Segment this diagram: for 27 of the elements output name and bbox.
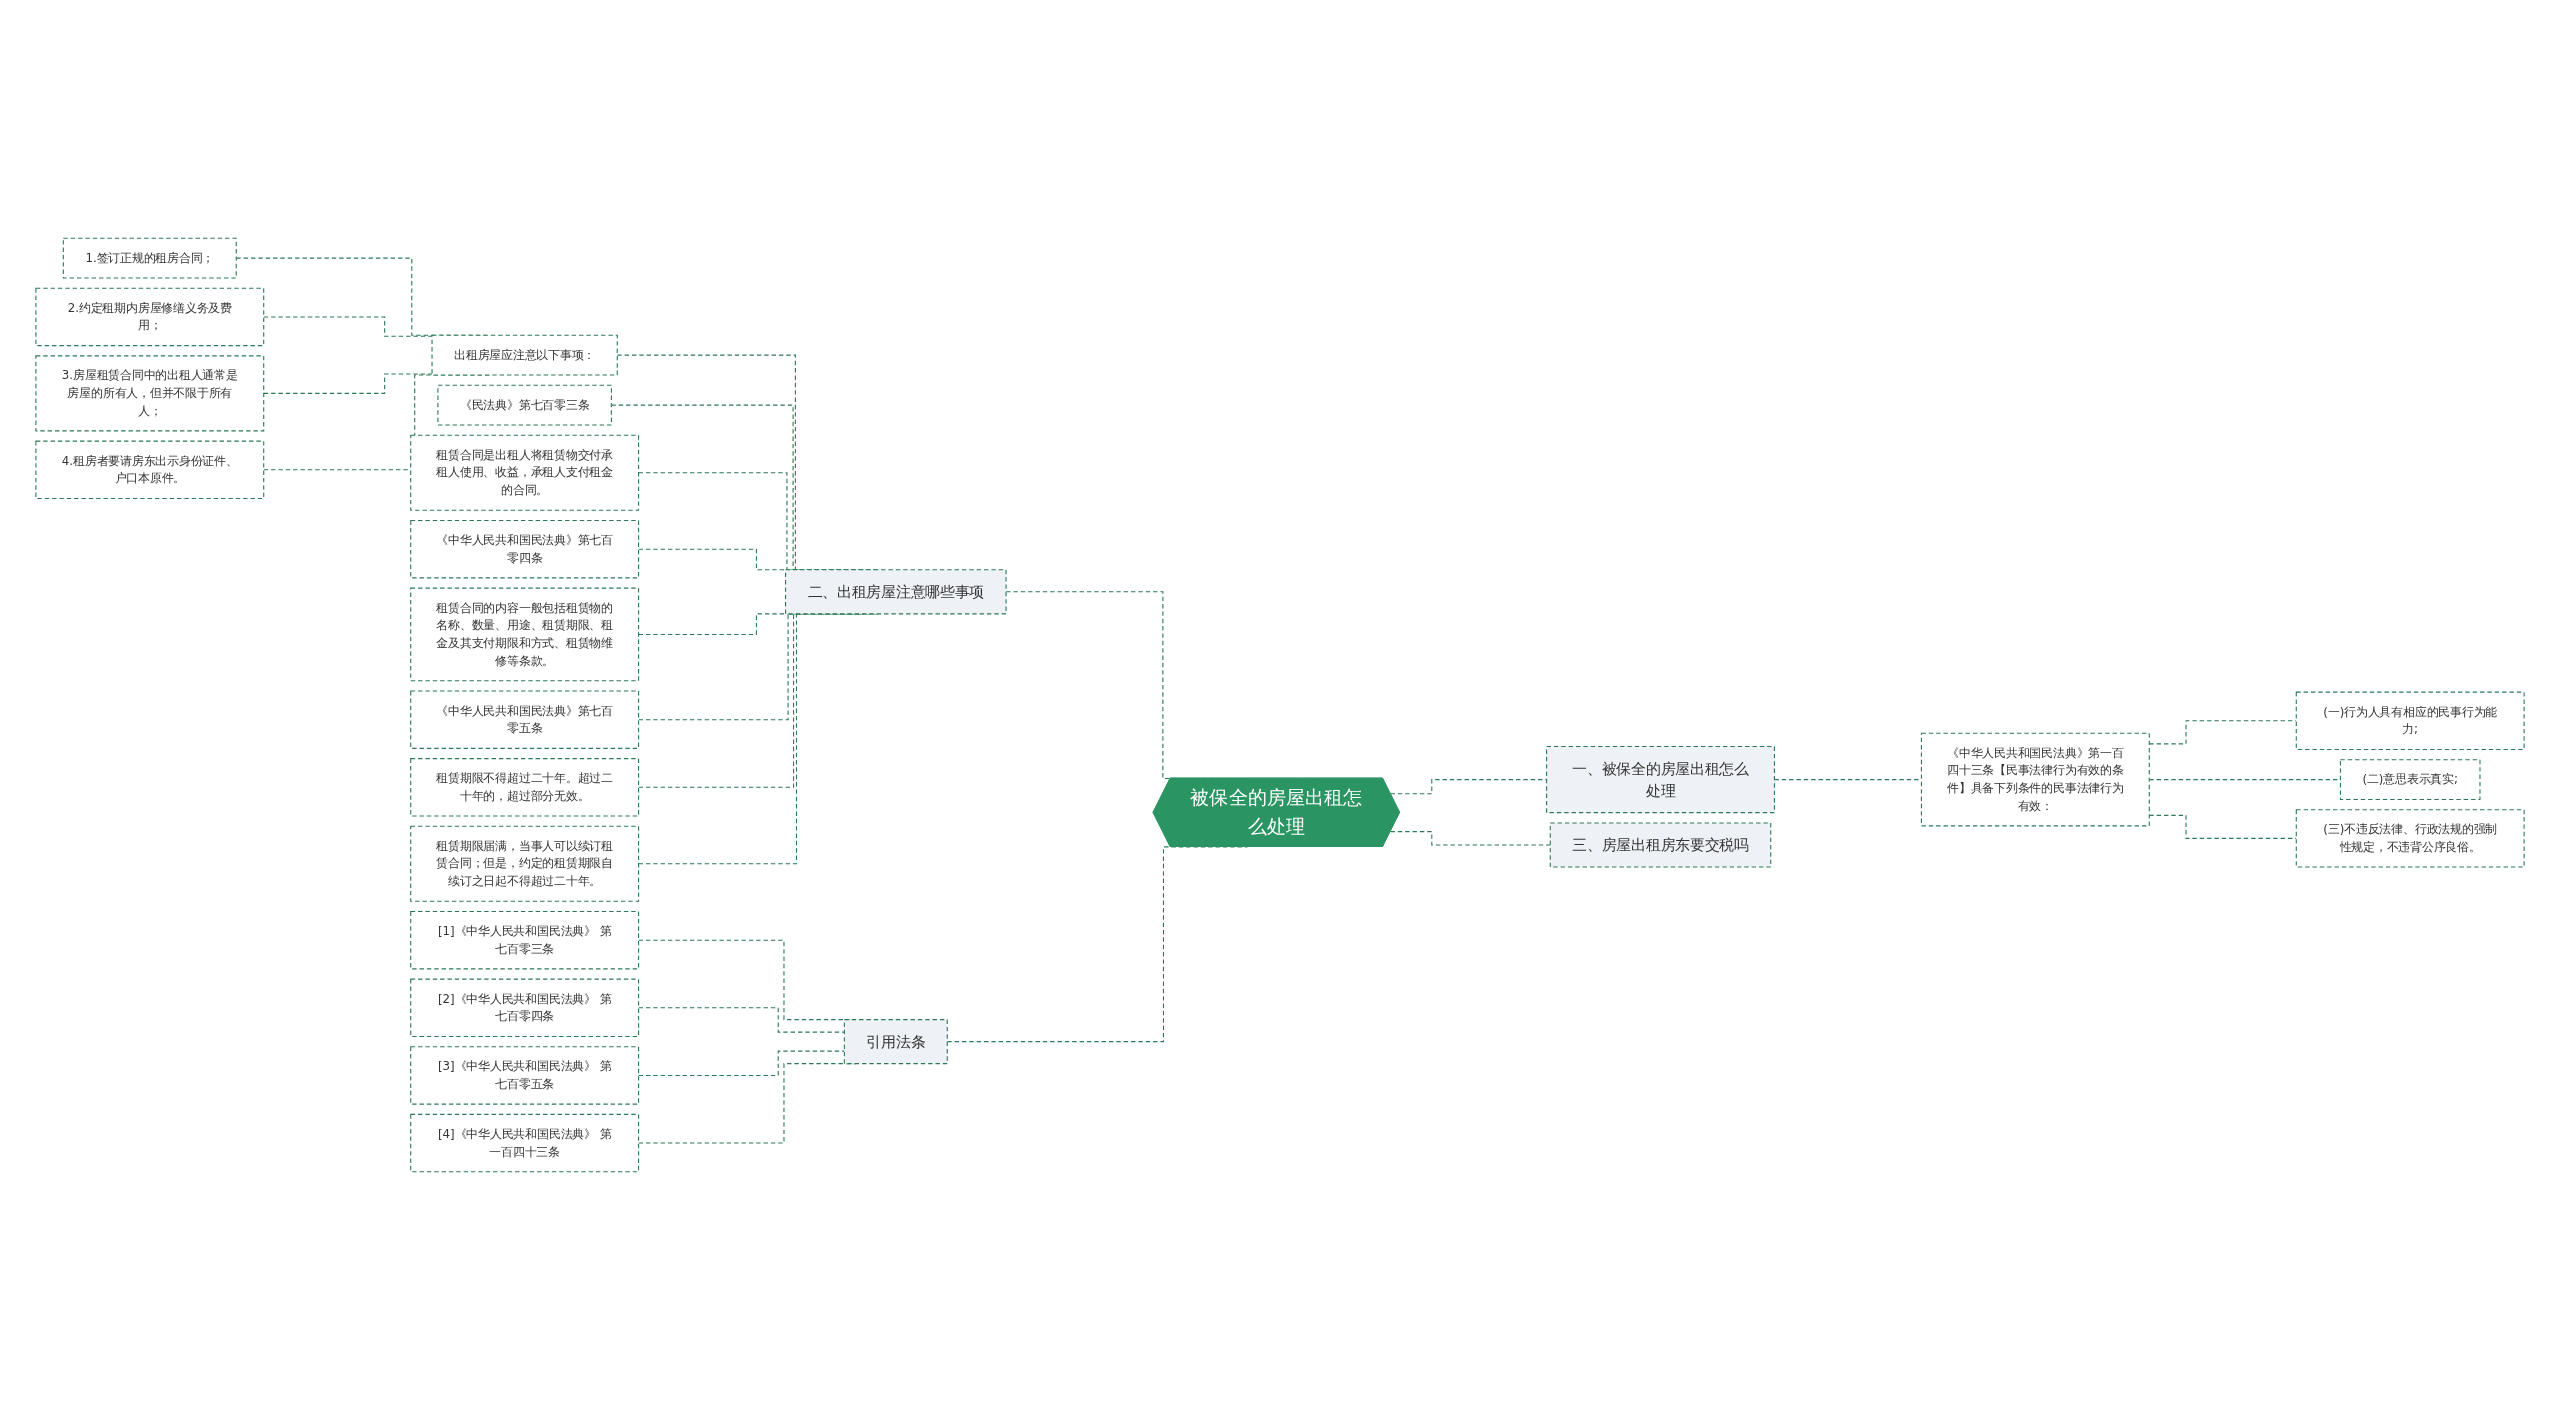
node-box: 4.租房者要请房东出示身份证件、户口本原件。 (35, 440, 265, 499)
node-box: [2]《中华人民共和国民法典》 第七百零四条 (410, 978, 640, 1037)
node-box: (一)行为人具有相应的民事行为能力; (2295, 691, 2525, 750)
node-box: [3]《中华人民共和国民法典》 第七百零五条 (410, 1045, 640, 1105)
node-box: 2.约定租期内房屋修缮义务及费用； (35, 287, 265, 346)
node-box: (三)不违反法律、行政法规的强制性规定，不违背公序良俗。 (2295, 808, 2525, 868)
connector (1389, 830, 1551, 846)
node-box: 《中华人民共和国民法典》第一百四十三条【民事法律行为有效的条件】具备下列条件的民事法律行为有效： (1920, 732, 2150, 826)
node-box: 出租房屋应注意以下事项： (431, 334, 618, 376)
node-box: 引用法条 (843, 1018, 948, 1064)
node-box: 租赁期限届满，当事人可以续订租赁合同；但是，约定的租赁期限自续订之日起不得超过二十年。 (410, 825, 640, 902)
node-box: (二)意思表示真实; (2339, 758, 2481, 800)
connector (263, 315, 433, 337)
node-box: 一、被保全的房屋出租怎么处理 (1546, 745, 1775, 813)
node-box: 《中华人民共和国民法典》第七百零四条 (410, 519, 640, 578)
node-box: 租赁合同是出租人将租赁物交付承租人使用、收益，承租人支付租金的合同。 (410, 434, 640, 511)
node-box: 三、房屋出租房东要交税吗 (1549, 821, 1772, 868)
connector (263, 372, 433, 394)
node-box: [4]《中华人民共和国民法典》 第一百四十三条 (410, 1113, 640, 1172)
node-box: 《民法典》第七百零三条 (437, 384, 612, 426)
node-box: 租赁合同的内容一般包括租赁物的名称、数量、用途、租赁期限、租金及其支付期限和方式、租赁物维修等条款。 (410, 587, 640, 681)
node-box: 1.签订正规的租房合同； (62, 237, 237, 279)
node-box: 《中华人民共和国民法典》第七百零五条 (410, 690, 640, 749)
node-box: 租赁期限不得超过二十年。超过二十年的，超过部分无效。 (410, 757, 640, 817)
node-box: 3.房屋租赁合同中的出租人通常是房屋的所有人，但并不限于所有人； (35, 354, 265, 431)
node-box: [1]《中华人民共和国民法典》 第七百零三条 (410, 910, 640, 969)
node-box: 二、出租房屋注意哪些事项 (785, 568, 1007, 614)
